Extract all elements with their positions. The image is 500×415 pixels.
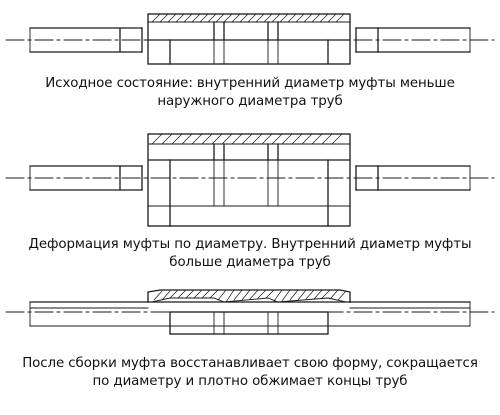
stage-1-left-pipe	[29, 27, 143, 53]
stage-2-drawing	[5, 133, 495, 227]
stage-2-caption: Деформация муфты по диаметру. Внутренний…	[0, 236, 500, 272]
stage-3-drawing	[5, 289, 495, 335]
stage-2-caption-line-2: больше диаметра труб	[169, 255, 331, 270]
stage-3-coupling	[147, 289, 351, 335]
stage-1-coupling	[147, 13, 351, 65]
stage-2-coupling	[147, 133, 351, 227]
stage-1-drawing	[5, 13, 495, 65]
stage-3-caption: После сборки муфта восстанавливает свою …	[0, 355, 500, 391]
stage-1-caption-line-2: наружного диаметра труб	[157, 94, 343, 109]
stage-1-caption-line-1: Исходное состояние: внутренний диаметр м…	[45, 76, 455, 91]
stage-1-caption: Исходное состояние: внутренний диаметр м…	[0, 75, 500, 111]
stage-2-caption-line-1: Деформация муфты по диаметру. Внутренний…	[28, 237, 472, 252]
stage-3-caption-line-1: После сборки муфта восстанавливает свою …	[22, 356, 478, 371]
stage-2-left-pipe	[29, 165, 143, 191]
stage-3-caption-line-2: по диаметру и плотно обжимает концы труб	[92, 374, 408, 389]
stage-2-right-pipe	[355, 165, 471, 191]
stage-3-pipes	[29, 301, 471, 327]
stage-1-right-pipe	[355, 27, 471, 53]
